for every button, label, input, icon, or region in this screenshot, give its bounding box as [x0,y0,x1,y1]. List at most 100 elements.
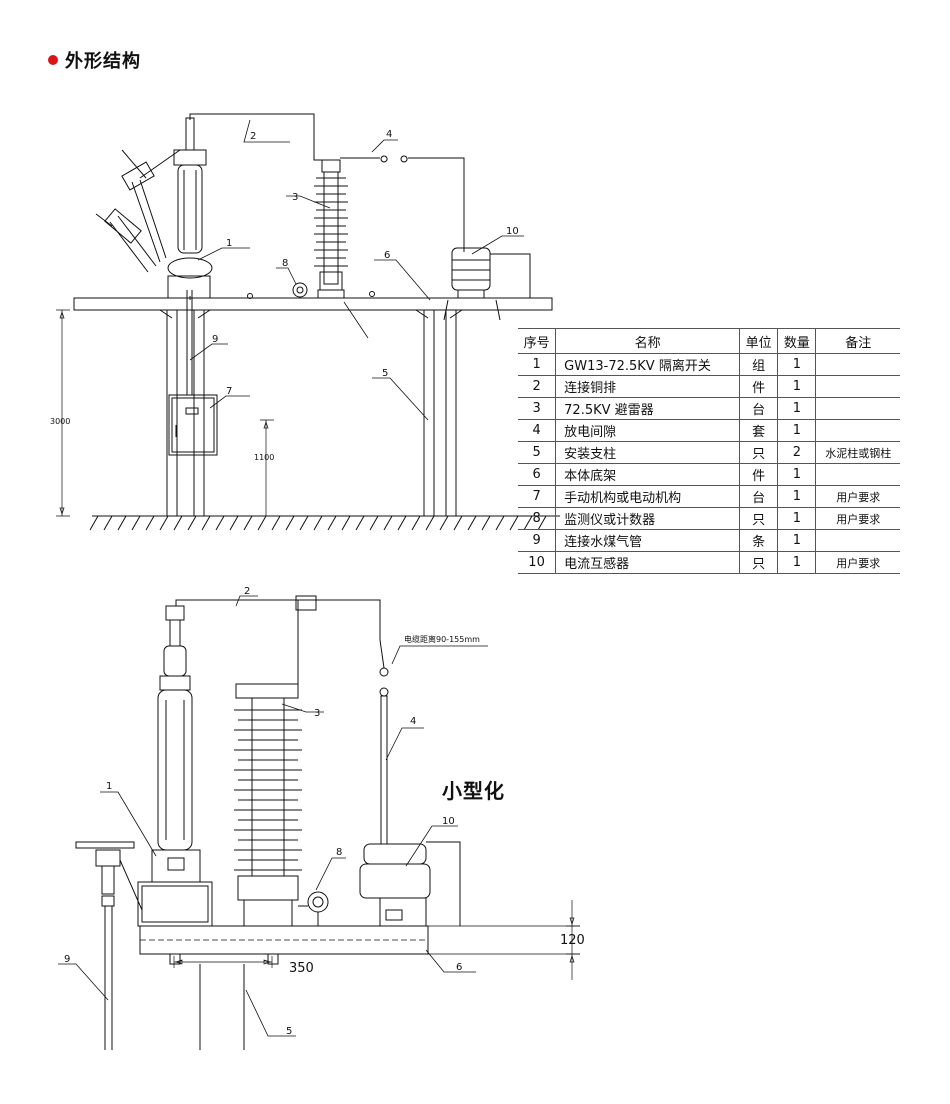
cell-name: 电流互感器 [555,551,740,574]
header-quantity: 数量 [777,328,817,354]
bottom-callout-8: 8 [336,847,342,858]
cell-index: 5 [518,441,557,464]
header-index: 序号 [518,328,557,354]
top-surge-arrester [314,159,348,299]
table-row: 6 本体底架 件 1 [518,463,900,486]
bottom-height-dimension: 120 [560,933,585,948]
bottom-callout-10: 10 [442,816,455,827]
cell-index: 1 [518,353,557,376]
bullet-dot-icon [48,55,58,65]
table-row: 10 电流互感器 只 1 用户要求 [518,551,900,574]
top-callout-3: 3 [292,192,298,203]
top-callout-6: 6 [384,250,390,261]
cell-index: 8 [518,507,557,530]
top-base-frame [73,297,553,311]
parts-table-header-row: 序号 名称 单位 数量 备注 [518,328,900,354]
table-row: 4 放电间隙 套 1 [518,419,900,442]
cell-unit: 套 [738,419,779,442]
table-row: 5 安装支柱 只 2 水泥柱或钢柱 [518,441,900,464]
cell-quantity: 1 [777,463,817,486]
top-callout-7: 7 [226,386,232,397]
header-name: 名称 [555,328,740,354]
cell-index: 4 [518,419,557,442]
parts-table: 序号 名称 单位 数量 备注 1 GW13-72.5KV 隔离开关 组 1 2 … [518,328,900,574]
cell-quantity: 2 [777,441,817,464]
cell-name: 本体底架 [555,463,740,486]
cell-index: 9 [518,529,557,552]
cell-unit: 只 [738,507,779,530]
top-water-pipe [186,290,193,395]
cell-name: 连接水煤气管 [555,529,740,552]
bottom-surge-arrester [234,683,302,927]
table-row: 9 连接水煤气管 条 1 [518,529,900,552]
top-mechanism-box [168,394,218,456]
table-row: 8 监测仪或计数器 只 1 用户要求 [518,507,900,530]
cell-unit: 只 [738,551,779,574]
cell-quantity: 1 [777,529,817,552]
cell-quantity: 1 [777,397,817,420]
cell-name: 连接铜排 [555,375,740,398]
cell-index: 2 [518,375,557,398]
cell-name: 安装支柱 [555,441,740,464]
cell-remark [815,529,900,552]
cell-remark: 水泥柱或钢柱 [815,441,900,464]
top-callout-5: 5 [382,368,388,379]
bottom-leader-lines [58,595,488,1037]
bottom-spark-gap [379,639,389,845]
bottom-copper-bar [175,599,381,684]
top-support-posts [159,309,463,517]
top-monitor-counter [247,282,375,299]
top-disconnector [95,117,213,300]
bottom-disconnector [137,605,213,927]
cell-name: GW13-72.5KV 隔离开关 [555,353,740,376]
cell-name: 监测仪或计数器 [555,507,740,530]
top-box-height-dimension: 1100 [254,453,274,462]
top-callout-1: 1 [226,238,232,249]
header-unit: 单位 [738,328,779,354]
bottom-callout-4: 4 [410,716,416,727]
header-remark: 备注 [815,328,900,354]
cell-name: 放电间隙 [555,419,740,442]
bottom-compact-view [58,595,580,1050]
bottom-callout-6: 6 [456,962,462,973]
cell-name: 手动机构或电动机构 [555,485,740,508]
section-heading: 外形结构 [48,48,141,72]
cell-name: 72.5KV 避雷器 [555,397,740,420]
cell-index: 7 [518,485,557,508]
cell-remark: 用户要求 [815,485,900,508]
cell-unit: 台 [738,397,779,420]
top-callout-10: 10 [506,226,519,237]
top-spark-gap [340,155,465,252]
table-row: 7 手动机构或电动机构 台 1 用户要求 [518,485,900,508]
top-dimensions [56,309,274,517]
bottom-callout-3: 3 [314,708,320,719]
cell-remark [815,375,900,398]
cell-unit: 条 [738,529,779,552]
cell-quantity: 1 [777,353,817,376]
top-ground-hatch [89,515,547,531]
table-row: 2 连接铜排 件 1 [518,375,900,398]
cell-remark [815,353,900,376]
bottom-callout-9: 9 [64,954,70,965]
top-callout-4: 4 [386,129,392,140]
cell-unit: 只 [738,441,779,464]
cell-quantity: 1 [777,551,817,574]
table-row: 3 72.5KV 避雷器 台 1 [518,397,900,420]
cell-quantity: 1 [777,485,817,508]
top-front-view [56,113,560,531]
bottom-support-posts [169,953,279,1050]
cell-quantity: 1 [777,375,817,398]
table-row: 1 GW13-72.5KV 隔离开关 组 1 [518,353,900,376]
bottom-current-transformer [359,841,461,927]
cell-unit: 件 [738,375,779,398]
top-copper-bar [189,113,322,161]
cell-quantity: 1 [777,419,817,442]
cell-remark [815,397,900,420]
compact-version-title: 小型化 [442,779,505,803]
cell-remark: 用户要求 [815,551,900,574]
top-callout-8: 8 [282,258,288,269]
bottom-monitor-counter [298,891,329,926]
cell-unit: 件 [738,463,779,486]
cell-index: 3 [518,397,557,420]
